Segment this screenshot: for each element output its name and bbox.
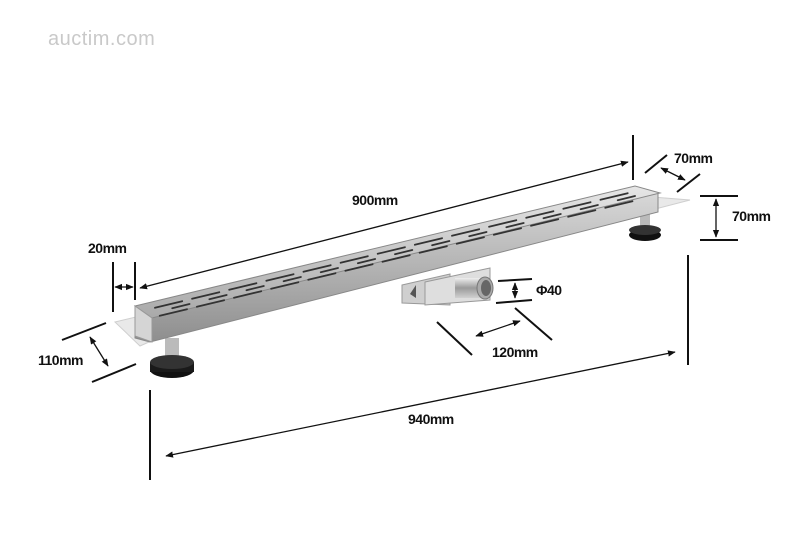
left-foot — [150, 338, 194, 378]
grate-slot — [191, 291, 221, 300]
dim-940-line — [165, 350, 676, 458]
label-70mm-width: 70mm — [674, 150, 713, 166]
label-20mm: 20mm — [88, 240, 127, 256]
dim-110-line — [89, 336, 109, 367]
watermark: auctim.com — [48, 28, 156, 50]
channel-side — [134, 192, 659, 343]
dim-70w-line — [660, 167, 686, 181]
grate-slot — [233, 290, 263, 299]
grate-slot — [195, 299, 226, 308]
dim-120-line — [475, 320, 521, 337]
grate-slot — [154, 300, 184, 309]
label-70mm-height: 70mm — [732, 208, 771, 224]
label-900mm: 900mm — [352, 192, 398, 208]
grate-slot — [208, 294, 228, 301]
dim-900-line — [139, 160, 629, 290]
label-940mm: 940mm — [408, 411, 454, 427]
label-phi40: Φ40 — [536, 282, 562, 298]
grate-slot — [158, 308, 188, 317]
right-foot — [629, 212, 661, 241]
grate-slot — [171, 303, 191, 310]
label-110mm: 110mm — [38, 352, 83, 368]
label-120mm: 120mm — [492, 344, 538, 360]
grate-end — [134, 305, 153, 343]
